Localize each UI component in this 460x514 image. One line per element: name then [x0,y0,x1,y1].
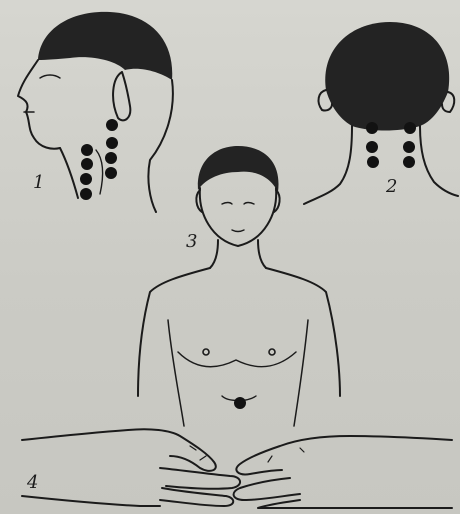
acupoint-dot [106,119,118,131]
acupoint-dot [81,144,93,156]
acupoint-dot [403,141,415,153]
panel-label: 1 [33,174,44,192]
acupoint-dot [80,173,92,185]
acupoint-dot [404,122,416,134]
acupoint-dot [105,167,117,179]
torso-drawing [138,146,340,426]
acupoint-dot [366,141,378,153]
panel-label: 3 [186,233,197,251]
acupoint-dot [234,397,246,409]
acupoint-dot [403,156,415,168]
acupoint-dot [105,152,117,164]
acupoint-dot [367,156,379,168]
panel-label: 4 [27,474,38,492]
acupoint-dot [80,188,92,200]
torso-points [234,397,246,409]
back-head-drawing [304,22,458,204]
profile-neck-points [80,119,118,200]
panel-label: 2 [386,178,397,196]
acupoint-dot [366,122,378,134]
acupoint-dot [81,158,93,170]
hands-drawing [22,429,452,508]
acupoint-dot [106,137,118,149]
